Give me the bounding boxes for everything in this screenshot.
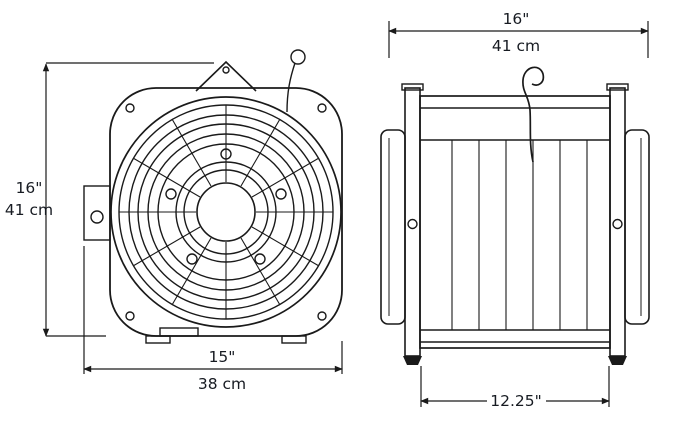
front-height-inches-label: 16": [16, 179, 43, 197]
mounting-brackets: [401, 83, 629, 357]
front-width-inches-label: 15": [209, 348, 236, 366]
side-view-drawing: [380, 66, 650, 365]
fan-hub: [196, 182, 256, 242]
hanging-hook: [522, 66, 545, 163]
drum-panel-seams: [451, 140, 588, 330]
side-width-dimension: [388, 21, 649, 58]
flanges: [380, 129, 650, 325]
side-feet: [403, 356, 627, 365]
hub-bolts: [165, 148, 287, 265]
front-base: [145, 327, 307, 344]
front-width-dimension: [83, 246, 343, 374]
cord-loop: [286, 49, 306, 113]
front-height-cm-label: 41 cm: [5, 201, 53, 219]
front-height-dimension: [42, 62, 214, 337]
drum-body: [419, 95, 611, 349]
motor-box: [83, 185, 111, 241]
front-view-drawing: [83, 49, 343, 344]
front-width-cm-label: 38 cm: [198, 375, 246, 393]
top-bracket: [195, 60, 257, 92]
housing-corner-bolts: [125, 103, 327, 321]
side-depth-inches-label: 12.25": [490, 392, 542, 410]
side-width-inches-label: 16": [503, 10, 530, 28]
side-depth-dimension: [420, 366, 610, 407]
fan-guard-spokes: [119, 105, 333, 319]
side-width-cm-label: 41 cm: [492, 37, 540, 55]
